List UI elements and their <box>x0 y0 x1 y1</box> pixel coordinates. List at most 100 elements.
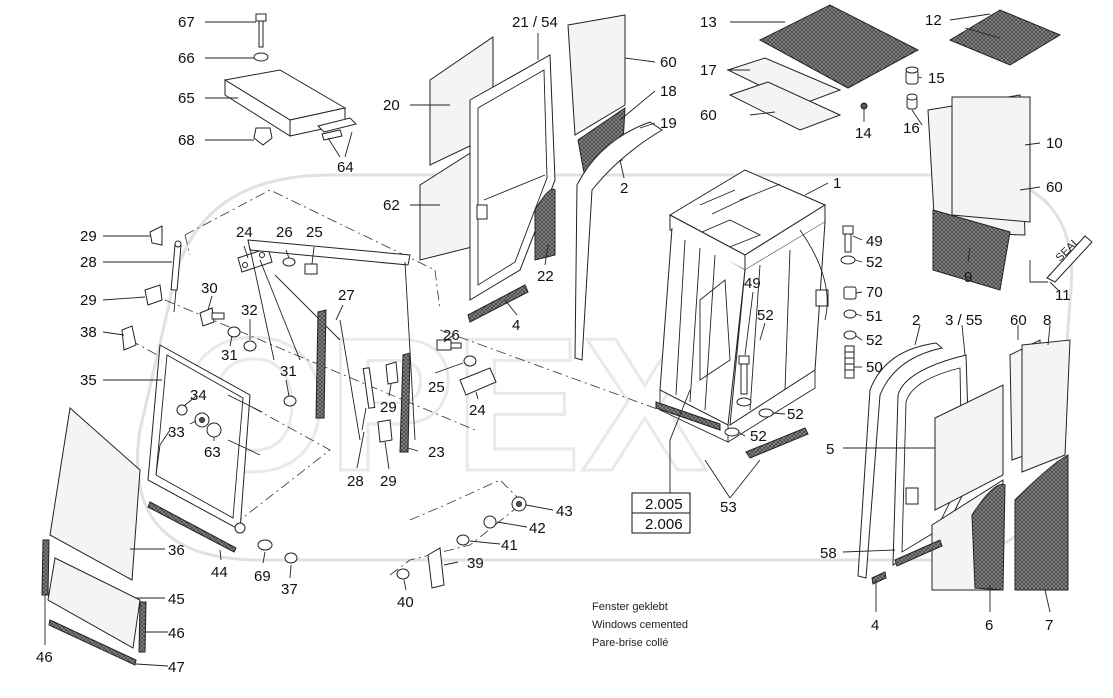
part-seal-strip-left <box>315 309 327 419</box>
label-24-b: 24 <box>469 402 486 419</box>
part-washer-52-c <box>758 408 774 418</box>
part-strip-4 <box>467 284 529 323</box>
part-mesh-9 <box>932 209 1011 291</box>
label-52-c: 52 <box>787 406 804 423</box>
label-15: 15 <box>928 70 945 87</box>
label-2-right: 2 <box>912 312 920 329</box>
label-52-a: 52 <box>866 332 883 349</box>
watermark-text: OPEX <box>180 299 708 511</box>
label-19: 19 <box>660 115 677 132</box>
part-glass-36 <box>49 407 141 581</box>
label-30: 30 <box>201 280 218 297</box>
part-washer-52-a <box>843 330 857 340</box>
part-hinge-pin <box>234 522 246 534</box>
reference-box <box>631 492 691 534</box>
part-bolt-49-mid <box>738 355 750 395</box>
label-10: 10 <box>1046 135 1063 152</box>
label-49-top: 49 <box>866 233 883 250</box>
part-knob-63 <box>206 422 222 438</box>
label-22: 22 <box>537 268 554 285</box>
part-mesh-22 <box>534 188 556 261</box>
part-washer-31-a <box>227 326 241 338</box>
label-35: 35 <box>80 372 97 389</box>
label-18: 18 <box>660 83 677 100</box>
part-rod-lower <box>227 394 263 456</box>
part-strip-4-right <box>871 571 887 585</box>
part-frame-27 <box>247 239 416 441</box>
part-nut-51 <box>843 309 857 319</box>
part-glass-60-roof <box>728 81 842 131</box>
label-21-54: 21 / 54 <box>512 14 558 31</box>
label-53: 53 <box>720 499 737 516</box>
label-28-b: 28 <box>347 473 364 490</box>
part-cap-16 <box>906 93 918 110</box>
label-23: 23 <box>428 444 445 461</box>
part-window-10 <box>951 96 1031 223</box>
label-66: 66 <box>178 50 195 67</box>
label-25-a: 25 <box>306 224 323 241</box>
part-strip-47 <box>48 619 137 666</box>
part-roof-mat-13 <box>758 4 920 89</box>
part-nut-68 <box>253 127 273 146</box>
part-stud-50 <box>844 345 855 379</box>
label-1: 1 <box>833 175 841 192</box>
label-27: 27 <box>338 287 355 304</box>
label-41: 41 <box>501 537 518 554</box>
label-3-55: 3 / 55 <box>945 312 983 329</box>
label-44: 44 <box>211 564 228 581</box>
label-24-a: 24 <box>236 224 253 241</box>
part-washer-69 <box>257 539 273 551</box>
part-mesh-6 <box>971 483 1006 591</box>
part-nut-34 <box>176 404 188 416</box>
part-screw-14 <box>860 102 868 118</box>
label-26-b: 26 <box>443 327 460 344</box>
part-washer-52-d <box>724 427 740 437</box>
part-bolt-25-lower <box>436 339 462 351</box>
label-50: 50 <box>866 359 883 376</box>
part-window-8 <box>1021 339 1071 473</box>
label-9: 9 <box>964 269 972 286</box>
label-4-left: 4 <box>512 317 520 334</box>
label-70: 70 <box>866 284 883 301</box>
part-seal-19 <box>574 121 663 361</box>
part-step-53-right <box>745 427 809 459</box>
label-65: 65 <box>178 90 195 107</box>
label-29-c: 29 <box>380 399 397 416</box>
part-pivot-33 <box>194 412 210 428</box>
part-clip-64 <box>317 117 357 141</box>
label-58: 58 <box>820 545 837 562</box>
label-29-b: 29 <box>80 292 97 309</box>
part-washer-26-lower <box>463 355 477 367</box>
label-52-d: 52 <box>750 428 767 445</box>
label-69: 69 <box>254 568 271 585</box>
label-4-right: 4 <box>871 617 879 634</box>
label-60-door: 60 <box>660 54 677 71</box>
label-52-top: 52 <box>866 254 883 271</box>
part-clip-29-lower <box>144 284 163 306</box>
note-french: Pare-brise collé <box>592 637 668 649</box>
part-mesh-7 <box>1014 454 1069 591</box>
part-seal-23 <box>399 352 411 453</box>
label-64: 64 <box>337 159 354 176</box>
label-29-d: 29 <box>380 473 397 490</box>
label-14: 14 <box>855 125 872 142</box>
label-20: 20 <box>383 97 400 114</box>
label-46-left: 46 <box>36 649 53 666</box>
part-cap-70 <box>843 286 857 300</box>
note-english: Windows cemented <box>592 619 688 631</box>
part-mat-12 <box>948 9 1062 66</box>
label-52-mid: 52 <box>757 307 774 324</box>
label-28-a: 28 <box>80 254 97 271</box>
part-nut-43 <box>511 496 527 512</box>
part-door-3-55 <box>892 354 971 566</box>
part-step-53-left <box>655 401 721 431</box>
part-glass-45 <box>47 557 141 649</box>
label-42: 42 <box>529 520 546 537</box>
label-34: 34 <box>190 387 207 404</box>
part-clip-38 <box>121 325 137 351</box>
label-60-roof: 60 <box>700 107 717 124</box>
ref-2006: 2.006 <box>645 516 683 533</box>
part-window-60-upper <box>567 14 626 136</box>
watermark: OPEX <box>136 173 1074 562</box>
part-bolt-67 <box>255 13 267 48</box>
